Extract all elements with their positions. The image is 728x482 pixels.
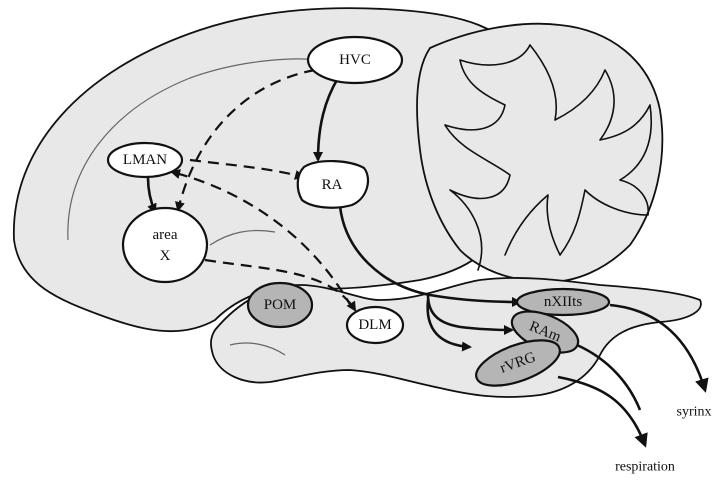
label-nxiits: nXIIts: [544, 294, 582, 310]
nucleus-hvc: HVC: [306, 35, 404, 85]
nucleus-dlm: DLM: [345, 305, 405, 345]
label-ra: RA: [322, 177, 343, 193]
label-area-x-line2: X: [160, 248, 171, 264]
nucleus-ra: RA: [296, 159, 370, 209]
path-ra-to-ram: [426, 294, 514, 335]
label-dlm: DLM: [358, 317, 391, 333]
nucleus-area-x: area X: [121, 206, 209, 284]
connections: [146, 68, 709, 448]
label-respiration: respiration: [615, 460, 675, 475]
nucleus-lman: LMAN: [106, 141, 184, 179]
cortex-contour: [67, 58, 331, 241]
path-areax-to-dlm: [204, 258, 357, 312]
cerebellar-folia: [444, 44, 652, 271]
label-area-x-line1: area: [153, 227, 178, 243]
label-lman: LMAN: [123, 152, 167, 168]
label-hvc: HVC: [339, 52, 371, 68]
medial-contour: [209, 229, 276, 246]
path-rvrg-to-respiration: [557, 375, 648, 448]
path-lman-to-ra: [189, 158, 305, 180]
label-pom: POM: [264, 297, 297, 313]
path-nxiits-to-syrinx: [609, 303, 709, 393]
path-hvc-to-ra: [313, 77, 340, 162]
nucleus-rvrg: rVRG: [475, 339, 561, 387]
path-ra-to-nxiits: [338, 205, 522, 307]
path-hvc-to-areax: [175, 68, 316, 212]
path-ra-to-rvrg: [426, 299, 472, 352]
path-dlm-to-lman: [170, 169, 353, 309]
nucleus-pom: POM: [246, 281, 314, 329]
hypothalamus-contour: [229, 342, 286, 356]
label-syrinx: syrinx: [677, 405, 712, 420]
nucleus-nxiits: nXIIts: [515, 287, 611, 317]
path-ram-to-respiration: [576, 343, 642, 411]
